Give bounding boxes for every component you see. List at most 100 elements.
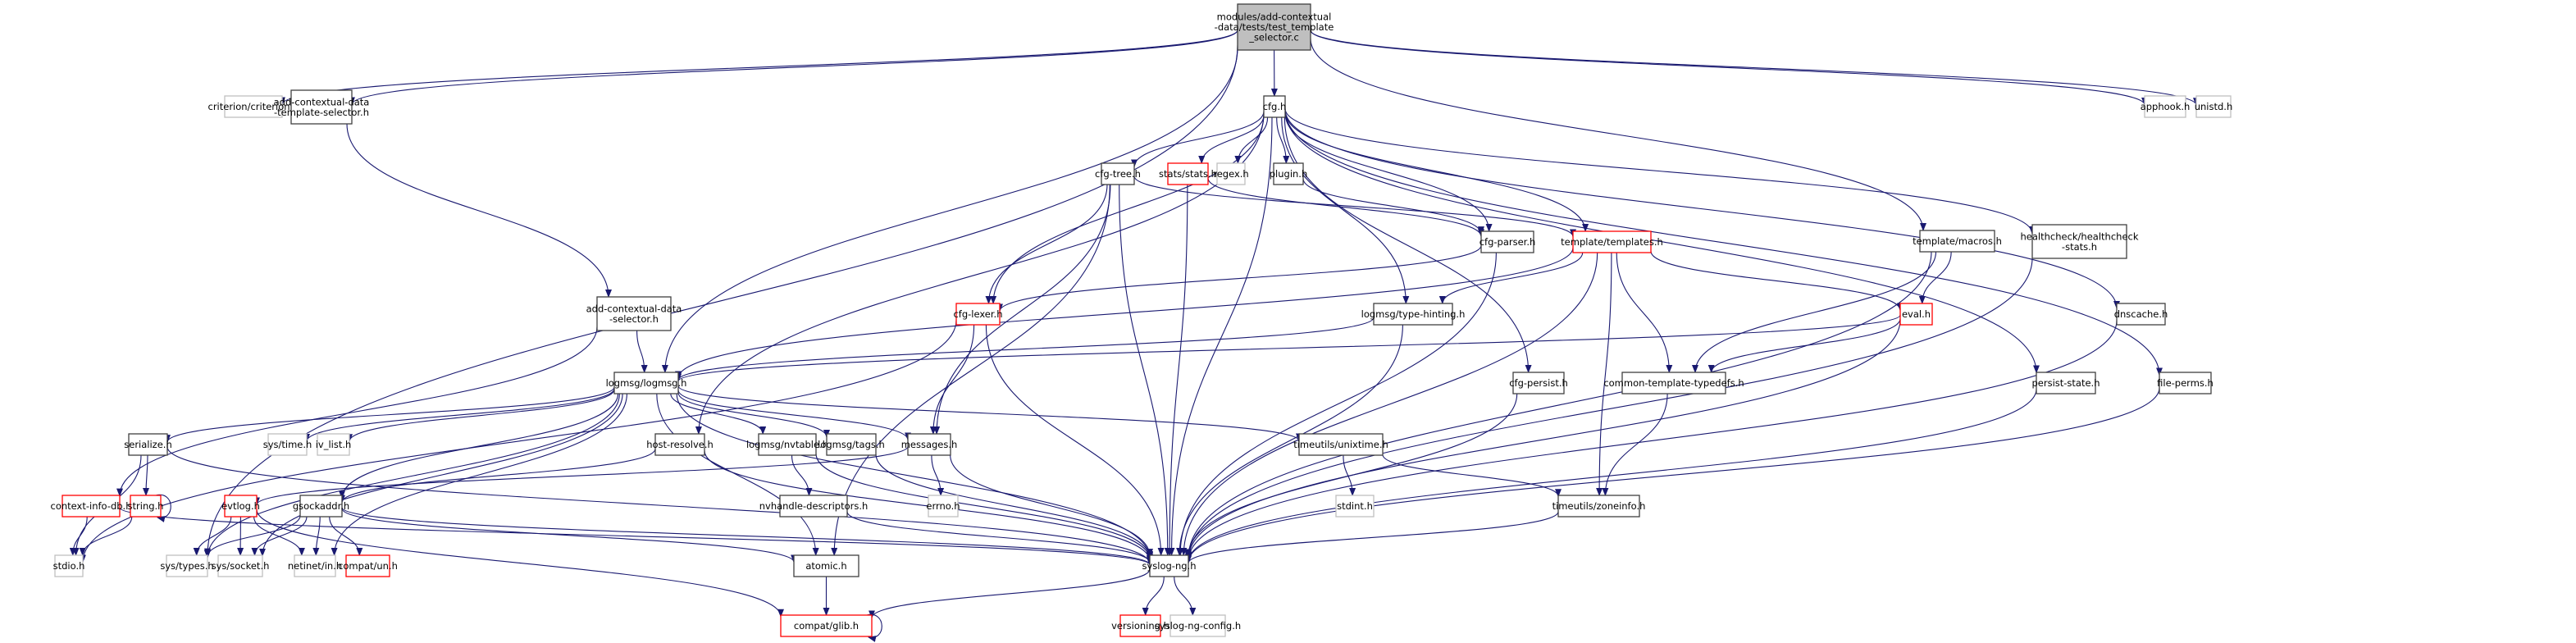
node-label-healthcheck: -stats.h xyxy=(2062,241,2097,253)
node-cfgtree[interactable]: cfg-tree.h xyxy=(1095,162,1141,185)
node-label-cfgtree: cfg-tree.h xyxy=(1095,168,1141,180)
edge-gsock-to-systypes xyxy=(204,515,301,558)
node-label-typehint: logmsg/type-hinting.h xyxy=(1361,308,1466,320)
node-box-serialize xyxy=(128,433,168,456)
node-templates[interactable]: template/templates.h xyxy=(1561,230,1663,253)
edge-typehint-to-logmsg xyxy=(675,317,1375,381)
node-acd_sel[interactable]: add-contextual-data-selector.h xyxy=(586,296,682,331)
node-label-string: string.h xyxy=(128,500,164,512)
node-box-messages xyxy=(907,433,951,456)
node-root[interactable]: modules/add-contextual-data/tests/test_t… xyxy=(1215,3,1334,51)
edge-cfg-to-hostres xyxy=(695,112,1265,435)
edge-messages-to-evtlog xyxy=(253,446,909,506)
node-dnscache[interactable]: dnscache.h xyxy=(2114,303,2168,326)
node-acd_ts[interactable]: add-contextual-data-template-selector.h xyxy=(274,89,370,125)
node-syslogng[interactable]: syslog-ng.h xyxy=(1142,554,1197,577)
node-plugin[interactable]: plugin.h xyxy=(1270,162,1308,185)
edge-cfg-to-plugin xyxy=(1276,116,1290,164)
node-evtlog[interactable]: evtlog.h xyxy=(221,495,260,518)
node-unistd: unistd.h xyxy=(2195,95,2233,118)
node-label-unistd: unistd.h xyxy=(2195,101,2233,112)
node-box-regex xyxy=(1216,162,1246,185)
node-box-macros xyxy=(1919,230,1995,253)
node-typehint[interactable]: logmsg/type-hinting.h xyxy=(1361,303,1466,326)
node-syssocket: sys/socket.h xyxy=(212,554,269,577)
edge-root-to-unistd xyxy=(1310,30,2200,107)
edge-logmsg-to-ivlist xyxy=(346,389,615,443)
node-messages[interactable]: messages.h xyxy=(901,433,958,456)
edge-cfg-to-cfgparser xyxy=(1284,112,1493,232)
node-label-eval: eval.h xyxy=(1902,308,1931,320)
edge-cfgtree-to-messages xyxy=(933,184,1111,435)
node-stats[interactable]: stats/stats.h xyxy=(1159,162,1217,185)
node-label-nvtable: logmsg/nvtable.h xyxy=(746,439,828,450)
edge-dnscache-to-syslogng xyxy=(1185,320,2118,562)
node-glib[interactable]: compat/glib.h xyxy=(780,614,873,637)
node-stdio: stdio.h xyxy=(53,554,84,577)
edge-ctxdb-to-syslogng xyxy=(119,507,1153,566)
node-label-templates: template/templates.h xyxy=(1561,236,1663,248)
node-zoneinfo[interactable]: timeutils/zoneinfo.h xyxy=(1552,495,1646,518)
edge-cfg-to-regex xyxy=(1234,116,1269,164)
edge-plugin-to-cfgparser xyxy=(1302,178,1484,235)
node-box-root xyxy=(1237,3,1311,51)
node-nvhandle[interactable]: nvhandle-descriptors.h xyxy=(759,495,869,518)
node-label-gsock: gsockaddr.h xyxy=(293,500,349,512)
node-label-dnscache: dnscache.h xyxy=(2114,308,2168,320)
edge-unixtime-to-zoneinfo xyxy=(1382,454,1562,498)
node-compatun[interactable]: compat/un.h xyxy=(338,554,398,577)
node-healthcheck[interactable]: healthcheck/healthcheck-stats.h xyxy=(2020,224,2139,259)
node-label-acd_ts: add-contextual-data xyxy=(274,96,370,107)
edge-cfg-to-healthcheck xyxy=(1284,108,2036,235)
edge-templates-to-eval xyxy=(1650,251,1904,312)
edge-logmsg-to-atomic xyxy=(656,393,819,556)
node-label-systypes: sys/types.h xyxy=(160,560,213,572)
edge-logmsg-to-serialize xyxy=(164,386,615,444)
node-logmsg[interactable]: logmsg/logmsg.h xyxy=(606,372,687,394)
node-ctxdb[interactable]: context-info-db.h xyxy=(51,495,132,518)
node-box-string xyxy=(130,495,162,518)
node-nvtable[interactable]: logmsg/nvtable.h xyxy=(746,433,828,456)
node-macros[interactable]: template/macros.h xyxy=(1913,230,2002,253)
node-hostres[interactable]: host-resolve.h xyxy=(646,433,714,456)
edge-cfgtree-to-syslogng xyxy=(1119,184,1171,556)
node-atomic[interactable]: atomic.h xyxy=(793,554,859,577)
node-versioning[interactable]: versioning.h xyxy=(1111,614,1169,637)
node-persist[interactable]: persist-state.h xyxy=(2031,372,2100,394)
node-cfgparser[interactable]: cfg-parser.h xyxy=(1479,230,1536,253)
node-box-versioning xyxy=(1119,614,1161,637)
edge-hostres-to-gsock xyxy=(339,448,656,504)
node-tags[interactable]: logmsg/tags.h xyxy=(818,433,885,456)
edge-cfgtree-to-cfglexer xyxy=(985,184,1108,304)
edge-cfglexer-to-syslogng xyxy=(985,324,1165,556)
node-fileperms[interactable]: file-perms.h xyxy=(2157,372,2214,394)
node-cfgpersist[interactable]: cfg-persist.h xyxy=(1509,372,1568,394)
edge-cfgparser-to-cfglexer xyxy=(996,245,1482,312)
edge-serialize-to-string xyxy=(143,454,150,496)
node-cfg[interactable]: cfg.h xyxy=(1263,95,1287,118)
node-cfglexer[interactable]: cfg-lexer.h xyxy=(953,303,1003,326)
node-box-apphook xyxy=(2144,95,2186,118)
node-string[interactable]: string.h xyxy=(128,495,164,518)
node-unixtime[interactable]: timeutils/unixtime.h xyxy=(1293,433,1388,456)
node-box-zoneinfo xyxy=(1557,495,1640,518)
node-gsock[interactable]: gsockaddr.h xyxy=(293,495,349,518)
node-box-eval xyxy=(1899,303,1933,326)
node-box-stdio xyxy=(54,554,84,577)
node-serialize[interactable]: serialize.h xyxy=(124,433,172,456)
edge-acd_sel-to-ctxdb xyxy=(116,326,598,497)
node-label-apphook: apphook.h xyxy=(2141,101,2191,112)
node-ctt[interactable]: common-template-typedefs.h xyxy=(1603,372,1744,394)
edge-cfgpersist-to-syslogng xyxy=(1185,393,1518,558)
node-label-cfgpersist: cfg-persist.h xyxy=(1509,377,1568,389)
node-label-versioning: versioning.h xyxy=(1111,620,1169,632)
node-label-evtlog: evtlog.h xyxy=(221,500,260,512)
nodes-layer: modules/add-contextual-data/tests/test_t… xyxy=(51,3,2233,637)
node-eval[interactable]: eval.h xyxy=(1899,303,1933,326)
edge-cfg-to-cfgtree xyxy=(1131,111,1265,168)
node-label-macros: template/macros.h xyxy=(1913,235,2002,247)
node-label-unixtime: timeutils/unixtime.h xyxy=(1293,439,1388,450)
edge-cfgtree-to-atomic xyxy=(831,184,1110,556)
edge-macros-to-syslogng xyxy=(1185,251,1932,559)
